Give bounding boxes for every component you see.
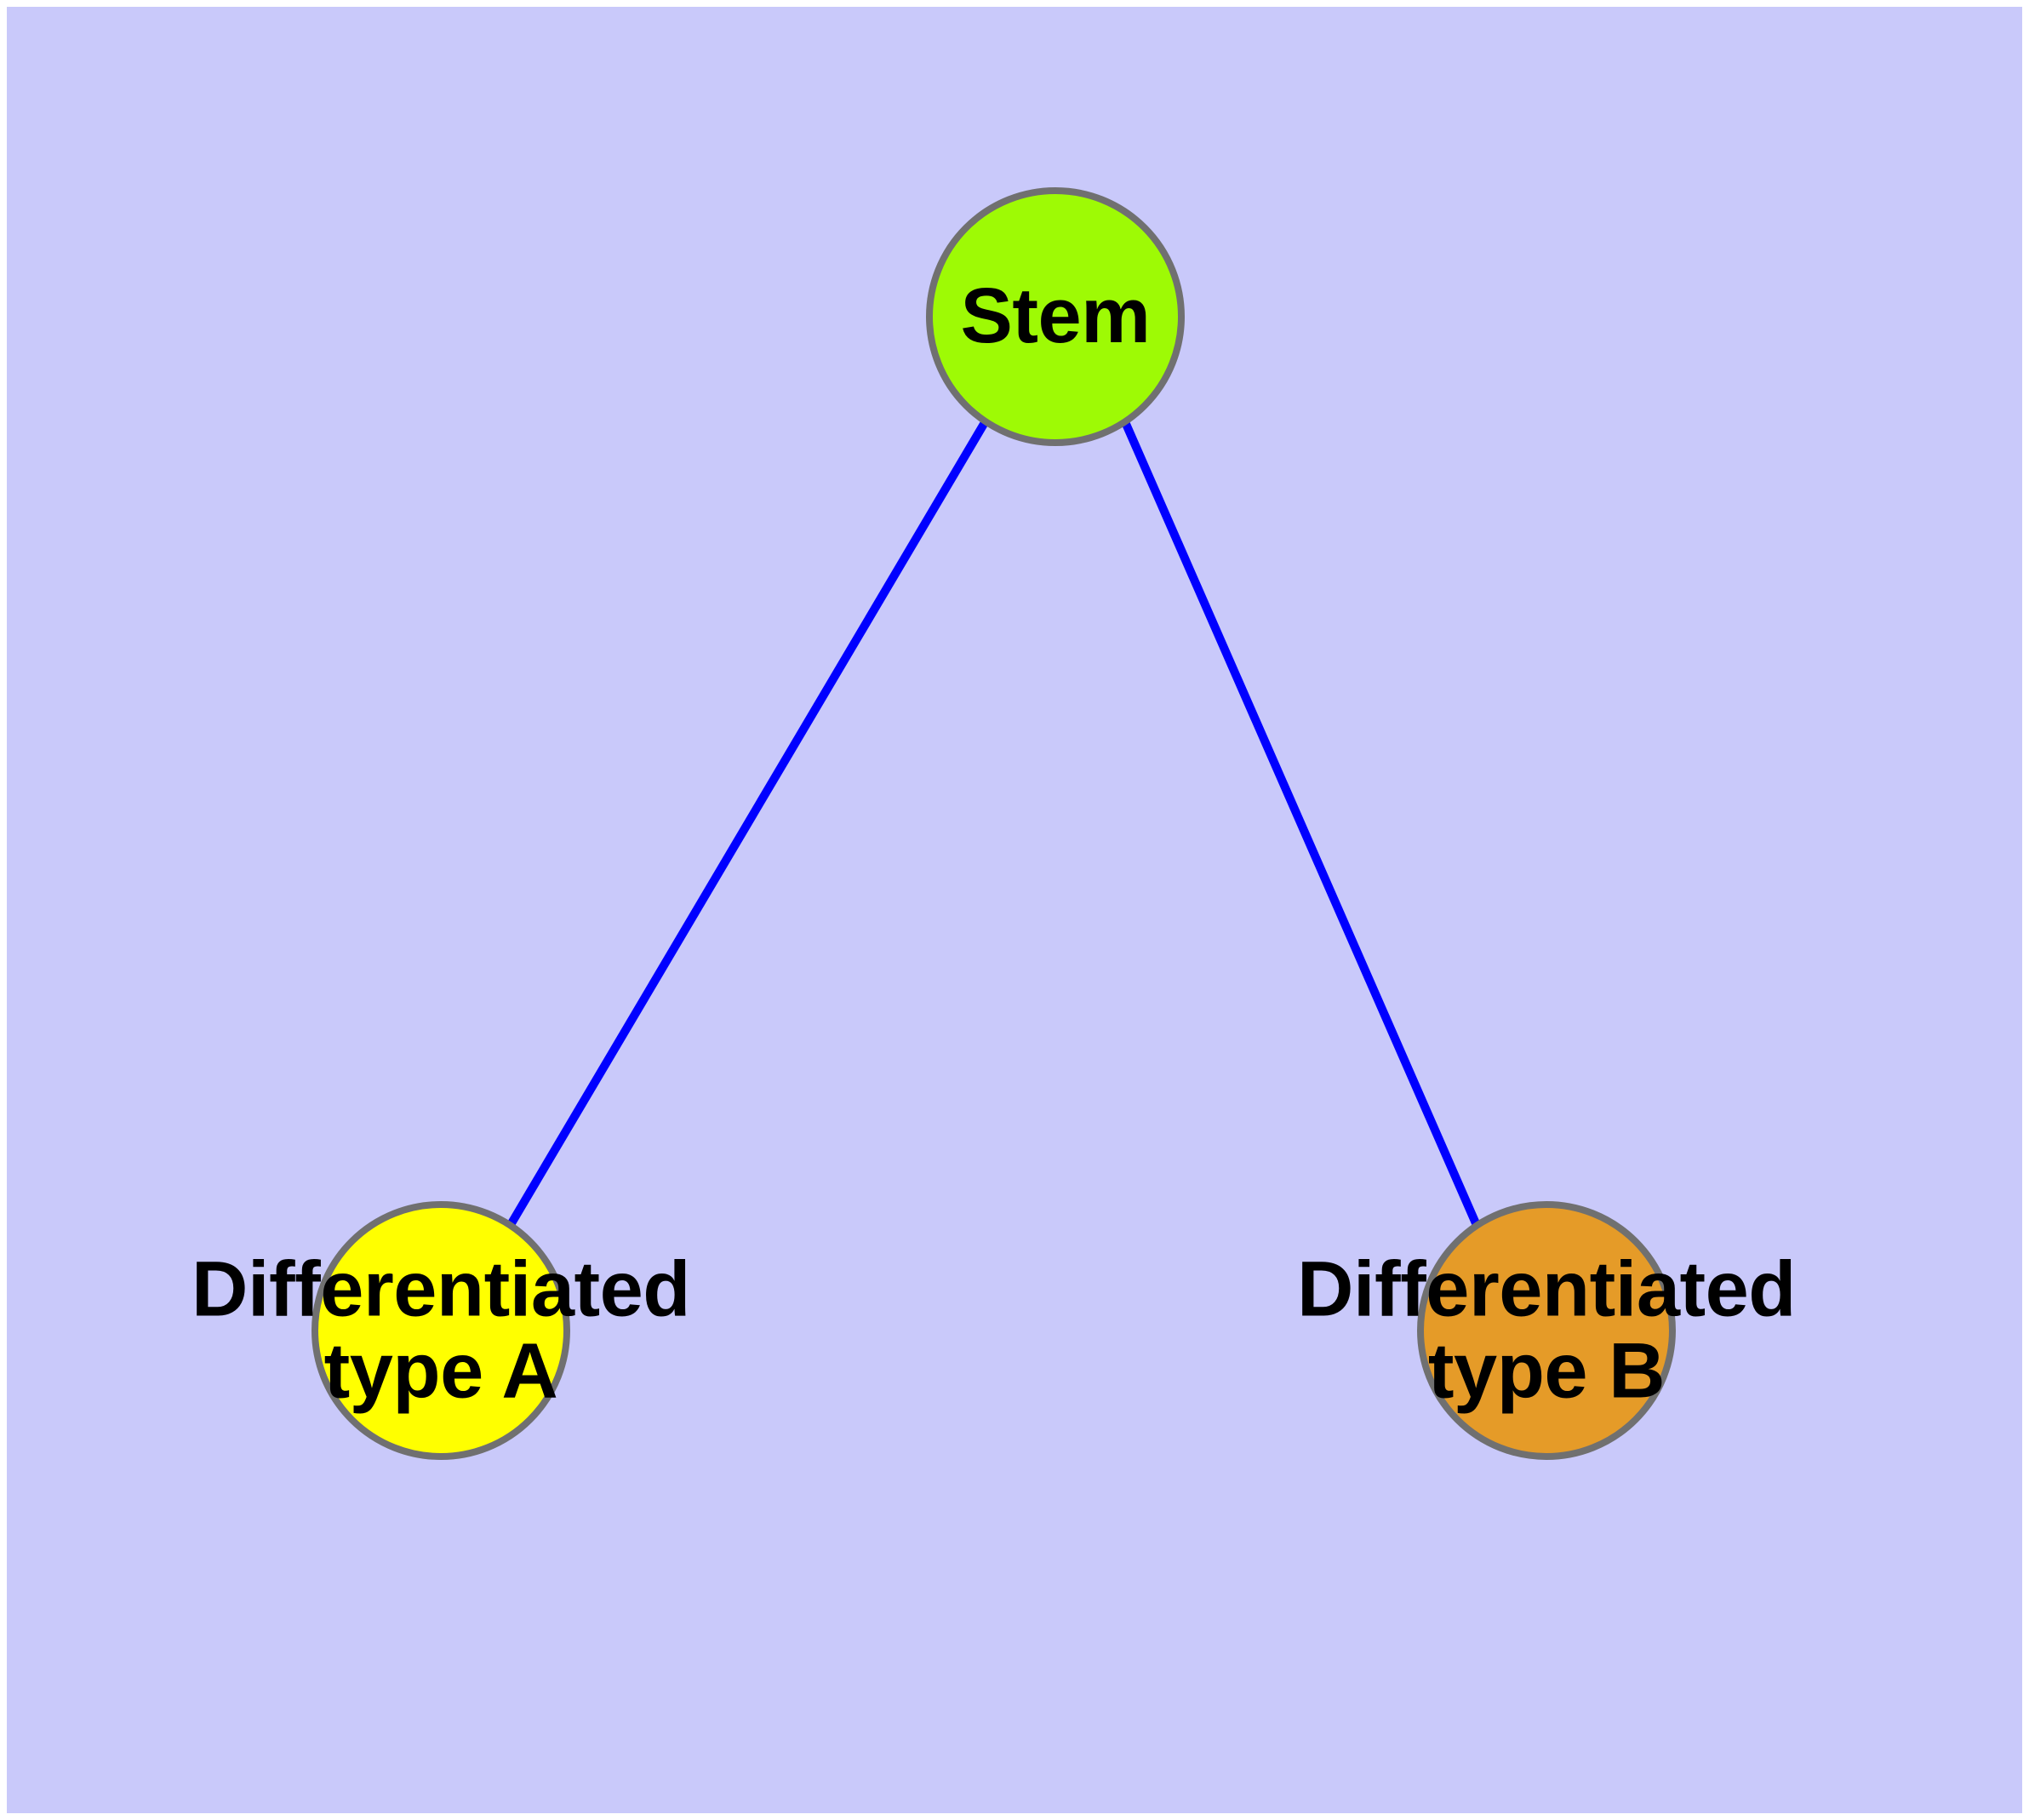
edge-layer bbox=[507, 421, 1480, 1226]
edge-stem-to-differentiated-type-a[interactable] bbox=[507, 421, 988, 1226]
node-differentiated-type-b[interactable] bbox=[1417, 1201, 1676, 1460]
node-layer bbox=[311, 187, 1676, 1460]
node-stem[interactable] bbox=[926, 187, 1185, 446]
edge-stem-to-differentiated-type-b[interactable] bbox=[1122, 421, 1480, 1226]
node-differentiated-type-a[interactable] bbox=[311, 1201, 570, 1460]
